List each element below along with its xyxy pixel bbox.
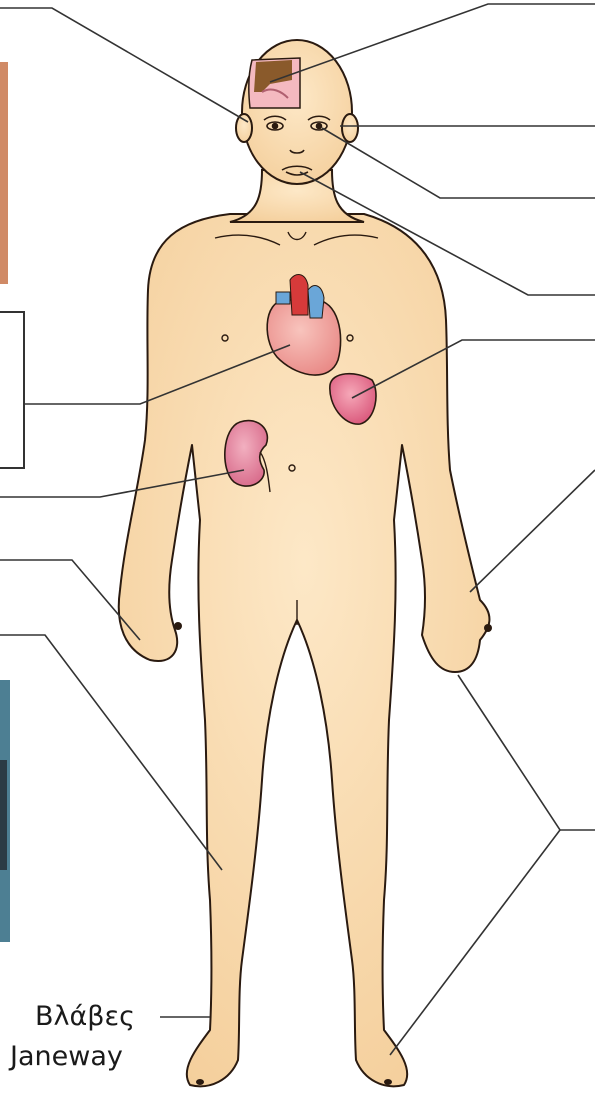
photo-fragment-skin (0, 62, 8, 284)
bracket (0, 312, 24, 468)
leader-line-top-left (0, 8, 248, 122)
photo-fragment-eye-dark (0, 760, 7, 870)
leader-line-fingers (458, 675, 595, 830)
ear-left (236, 114, 252, 142)
ear-right (342, 114, 358, 142)
leader-line-feet (390, 830, 560, 1055)
leader-line-leg (0, 635, 222, 870)
janeway-label-line1: Βλάβες (35, 1003, 135, 1030)
leader-line-hand (470, 470, 595, 592)
leader-line-conjunctiva (322, 128, 595, 198)
janeway-label-line2: Janeway (10, 1043, 123, 1070)
brain-lesion (249, 58, 300, 108)
